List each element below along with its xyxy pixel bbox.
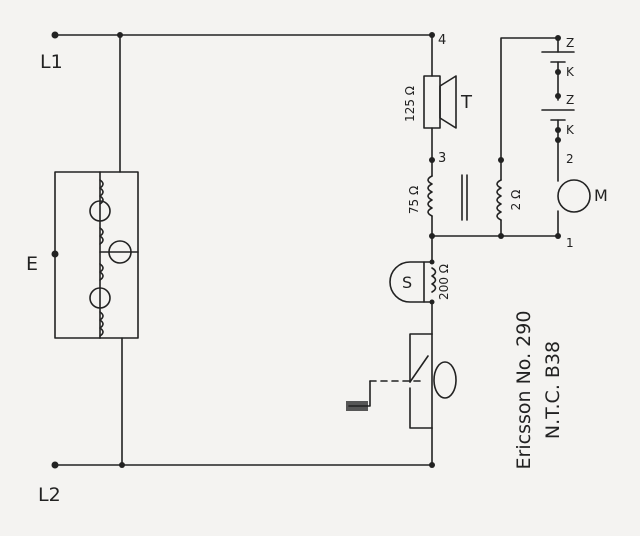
label-t: T (460, 92, 473, 113)
label-m: M (594, 186, 608, 205)
junction-node-1 (429, 233, 561, 239)
line-l1 (51, 31, 435, 39)
label-node-1: 1 (566, 236, 574, 250)
label-resistance-s: 200 Ω (437, 264, 451, 300)
switch-s (389, 235, 437, 335)
label-battery-z1: Z (566, 36, 574, 50)
microphone-m (557, 139, 591, 237)
annotation-model: Ericsson No. 290 (513, 311, 535, 470)
label-e: E (26, 253, 38, 275)
label-resistance-coil: 75 Ω (407, 186, 421, 214)
label-l2: L2 (38, 484, 61, 506)
label-battery-z2: Z (566, 93, 574, 107)
label-l1: L1 (40, 51, 63, 73)
label-node-4: 4 (438, 33, 446, 48)
label-node-2: 2 (566, 152, 574, 166)
line-l2 (51, 461, 435, 469)
label-battery-k2: K (566, 123, 575, 137)
label-resistance-2: 2 Ω (509, 190, 523, 211)
label-resistance-t: 125 Ω (403, 86, 417, 122)
receiver-t (423, 34, 457, 163)
label-node-3: 3 (438, 151, 446, 166)
induction-coil (427, 157, 504, 237)
label-battery-k1: K (566, 65, 575, 79)
ringer-e (51, 34, 139, 466)
battery-zk (500, 35, 575, 161)
hook-switch (346, 333, 457, 466)
annotation-ntc: N.T.C. B38 (542, 341, 564, 439)
label-s: S (402, 273, 412, 292)
